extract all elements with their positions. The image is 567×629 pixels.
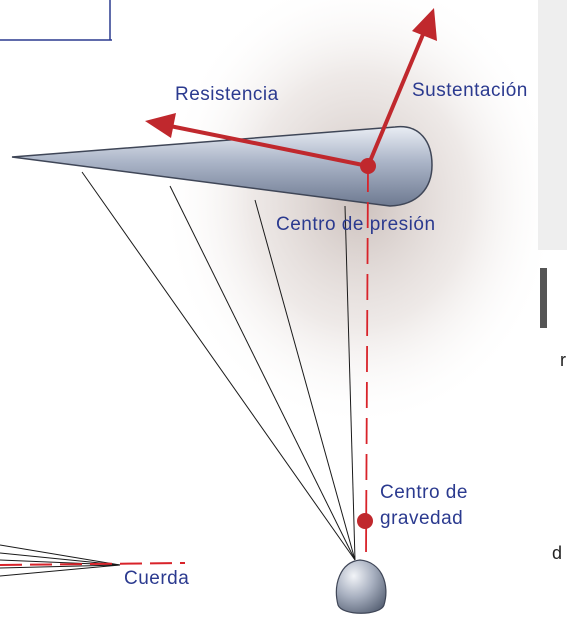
side-bracket [540,268,547,328]
drag-label: Resistencia [175,84,279,105]
center-of-gravity-label-line2: gravedad [380,508,464,529]
drag-arrow [145,113,369,168]
lift-arrow [366,8,437,167]
center-of-gravity-point [357,513,373,529]
chord-label: Cuerda [124,568,190,589]
center-of-pressure-label: Centro de presión [276,214,436,235]
center-of-gravity-label-line1: Centro de [380,482,468,503]
background-halo [160,0,560,430]
side-panel [538,0,567,250]
chord-lines [0,544,121,577]
vertical-dashed-line [365,165,369,559]
chord-dashed-line [0,562,186,566]
suspension-lines [81,171,356,561]
wing-profile [11,126,433,207]
center-of-pressure-point [360,158,376,174]
lift-label: Sustentación [412,80,528,101]
pilot-body [335,559,387,614]
edge-letter-d: d [552,543,563,563]
edge-letter-r: r [560,350,566,370]
